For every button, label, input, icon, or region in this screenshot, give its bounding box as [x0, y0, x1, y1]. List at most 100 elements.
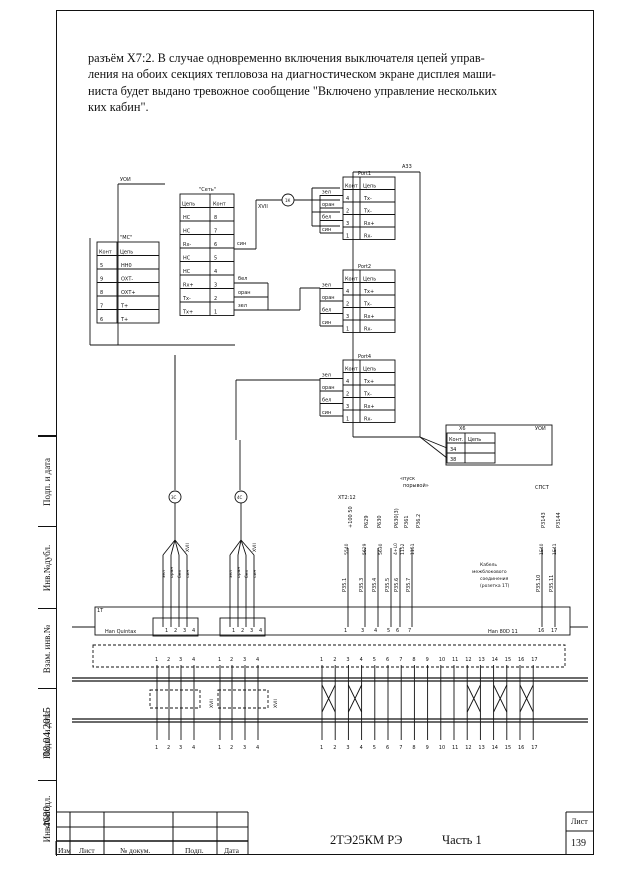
port-table-1-cell: 2 — [346, 209, 349, 215]
port-table-2-cell: 2 — [346, 302, 349, 308]
set-table-cell: Тх+ — [182, 310, 193, 316]
shield-left — [149, 689, 201, 709]
fan — [240, 539, 247, 556]
mating-pin: 3 — [346, 657, 349, 663]
wire-number: 1151 — [410, 543, 416, 555]
plug-pin: 3 — [183, 628, 186, 634]
port-table-2-header: Цепь — [363, 277, 376, 283]
set-table-cell: Rх- — [183, 242, 191, 248]
mating-pin: 16 — [518, 657, 524, 663]
strip-pin: 4 — [374, 628, 377, 634]
fan — [170, 539, 176, 556]
mating-pin: 4 — [360, 657, 363, 663]
mc-table-cell: 9 — [100, 277, 103, 283]
a33-label: А33 — [402, 164, 412, 170]
wire-color-label: зел — [238, 303, 247, 309]
stamp-col-list: Лист — [79, 846, 95, 855]
fan-color-label: зел — [229, 570, 234, 578]
set-table-title: "Сеть" — [199, 187, 216, 193]
fan — [229, 539, 242, 556]
x6-link — [419, 436, 448, 449]
set-table-header: Цепь — [182, 202, 195, 208]
port-table-2-cell: Тх+ — [363, 289, 374, 295]
twist-cross — [493, 684, 508, 713]
left-mating-pin: 3 — [179, 657, 182, 663]
mc-table-header: Конт — [99, 250, 112, 256]
wire-number: 4+L0 — [393, 543, 399, 555]
strip-pin: 17 — [551, 628, 557, 634]
p-label: Р35.1 — [342, 578, 348, 592]
mc-table-cell: ОХТ+ — [121, 290, 136, 296]
bottom-pin: 10 — [439, 745, 445, 751]
port-wire-color: син — [322, 410, 331, 416]
bottom-pin: 9 — [426, 745, 429, 751]
paragraph-line: ниста будет выдано тревожное сообщение "… — [88, 83, 498, 98]
x6-table-cell: 38 — [450, 457, 456, 463]
port-table-1-header: Цепь — [363, 184, 376, 190]
port-table-2-cell: Тх- — [363, 302, 372, 308]
left-bottom-pin: 2 — [230, 745, 233, 751]
mating-pin: 13 — [478, 657, 484, 663]
mating-pin: 6 — [386, 657, 389, 663]
side-cell-sign-date-top: Подп. и дата — [38, 436, 56, 526]
port-table-3-cell: Rх- — [364, 417, 372, 423]
port-table-3-cell: Тх- — [363, 392, 372, 398]
port-wire-color: син — [322, 227, 331, 233]
port-table-3-header: Конт — [345, 367, 358, 373]
bottom-pin: 2 — [333, 745, 336, 751]
plug-left — [152, 617, 199, 637]
set-table-cell: 5 — [214, 256, 217, 262]
fan-color-label: бел — [177, 569, 183, 578]
han-left: Han Quintax — [105, 629, 136, 635]
x6-link — [419, 436, 448, 459]
port-table-3-cell: 3 — [346, 404, 349, 410]
bottom-pin: 5 — [373, 745, 376, 751]
fan-color-label: зел — [162, 570, 167, 578]
cable-note: соединения — [480, 577, 509, 582]
p-label: Р35.3 — [359, 578, 365, 592]
fan — [237, 539, 242, 556]
port-table-3-cell: 1 — [346, 417, 349, 423]
port-table-1-cell: Тх- — [363, 209, 372, 215]
port-table-2-header: Конт — [345, 277, 358, 283]
cable-note: (розетка 1Т) — [480, 583, 510, 589]
set-table-cell: НС — [183, 256, 191, 262]
left-mating-pin: 3 — [243, 657, 246, 663]
left-bottom-pin: 3 — [179, 745, 182, 751]
mating-pin: 7 — [399, 657, 402, 663]
annot-stst: СПСТ — [535, 485, 550, 491]
fan — [162, 539, 176, 556]
port-table-2-cell: Rх- — [364, 327, 372, 333]
port-wire-color: зел — [322, 190, 331, 196]
p-label: Р35.4 — [372, 578, 378, 592]
connector-strip — [94, 606, 571, 636]
mc-table-cell: 5 — [100, 263, 103, 269]
p-label: Р35.11 — [549, 575, 555, 592]
port-table-1-header: Конт — [345, 184, 358, 190]
mc-table-cell: НН0 — [121, 263, 132, 269]
sheet-number: 139 — [571, 838, 586, 849]
fan — [240, 539, 255, 556]
side-cell-replace-inv: Взам. инв.№ — [38, 608, 56, 688]
top-label: +100 50 — [348, 506, 354, 528]
set-table-header: Конт — [213, 202, 226, 208]
set-table-cell: 6 — [214, 242, 217, 248]
mating-pin: 12 — [465, 657, 471, 663]
left-mating-pin: 4 — [192, 657, 195, 663]
port-wire-color: зел — [322, 373, 331, 379]
connector-label: 4С — [237, 495, 243, 500]
port-wire-color: оран — [322, 385, 335, 391]
port-table-1-cell: Rх+ — [364, 221, 375, 227]
connector-label: 1К — [285, 198, 291, 203]
plug-pin: 4 — [192, 628, 195, 634]
x6-frame — [445, 424, 553, 466]
left-bottom-pin: 1 — [155, 745, 158, 751]
wire-number: 1152 — [400, 543, 406, 555]
twist-cross — [519, 684, 534, 713]
set-table-cell: 3 — [214, 283, 217, 289]
left-mating-pin: 1 — [155, 657, 158, 663]
bottom-pin: 12 — [465, 745, 471, 751]
top-label: Р3144 — [556, 512, 562, 528]
bottom-pin: 1 — [320, 745, 323, 751]
bottom-pin: 6 — [386, 745, 389, 751]
